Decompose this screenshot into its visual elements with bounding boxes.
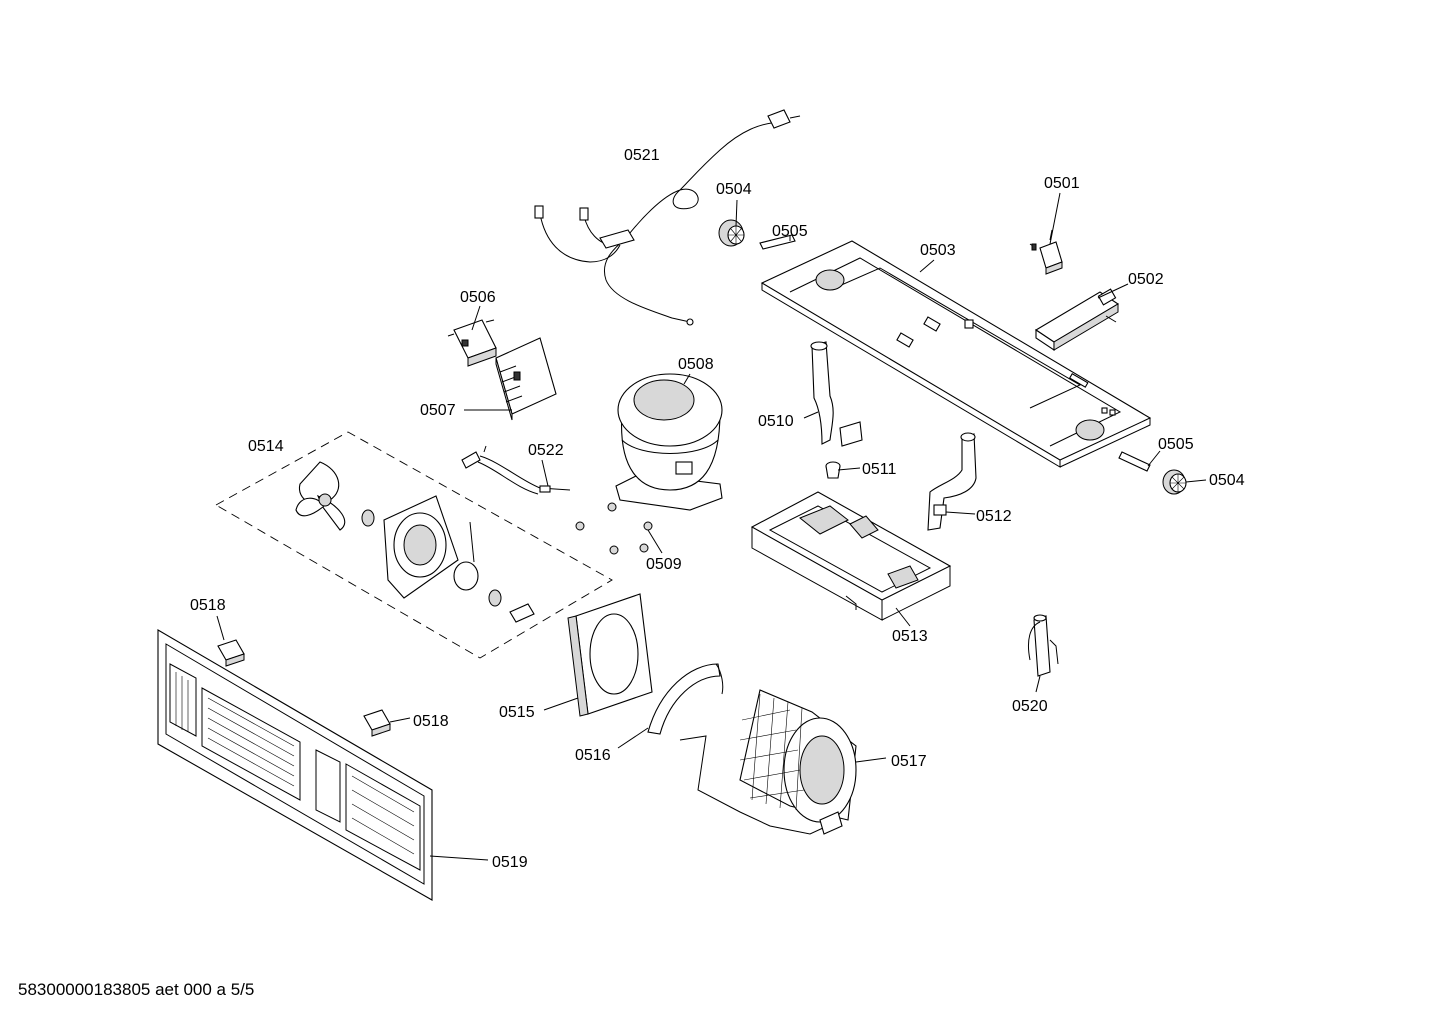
label-0506: 0506 [460, 289, 496, 306]
label-0518-top: 0518 [190, 597, 226, 614]
label-0512: 0512 [976, 508, 1012, 525]
label-0503: 0503 [920, 242, 956, 259]
label-0521: 0521 [624, 147, 660, 164]
drain-pipe-part-0512[interactable] [927, 432, 977, 531]
label-0513: 0513 [892, 628, 928, 645]
wheel-part-0504-right[interactable] [1162, 469, 1187, 495]
wheel-part-0504-top[interactable] [718, 219, 745, 247]
label-0520: 0520 [1012, 698, 1048, 715]
label-0514: 0514 [248, 438, 284, 455]
electronics-box-part[interactable] [495, 337, 557, 421]
label-0504-top: 0504 [716, 181, 752, 198]
nuts-part[interactable] [575, 502, 653, 555]
label-0507: 0507 [420, 402, 456, 419]
label-0502: 0502 [1128, 271, 1164, 288]
clip-part-0518-top[interactable] [217, 639, 245, 667]
rear-panel-part[interactable] [157, 629, 433, 901]
label-0511: 0511 [862, 461, 897, 478]
label-0518-mid: 0518 [413, 713, 449, 730]
callout-labels: 0521 0504 0505 0503 0501 0502 0506 0508 … [190, 147, 1245, 871]
bracket-part[interactable] [647, 663, 724, 735]
base-rail-part[interactable] [760, 240, 1152, 468]
axle-part-0505-right[interactable] [1118, 451, 1151, 472]
label-0516: 0516 [575, 747, 611, 764]
label-0508: 0508 [678, 356, 714, 373]
label-0515: 0515 [499, 704, 535, 721]
valve-part[interactable] [825, 461, 841, 479]
label-0505-right: 0505 [1158, 436, 1194, 453]
condenser-coil-part[interactable] [679, 689, 857, 835]
label-0505-top: 0505 [772, 223, 808, 240]
thermostat-part[interactable] [1029, 229, 1063, 275]
label-0519: 0519 [492, 854, 528, 871]
power-cable-part[interactable] [534, 109, 801, 326]
label-0510: 0510 [758, 413, 794, 430]
sensor-wire-part[interactable] [461, 445, 571, 495]
leader-lines [216, 192, 1207, 861]
label-0522: 0522 [528, 442, 564, 459]
relay-part[interactable] [447, 319, 497, 367]
label-0501: 0501 [1044, 175, 1080, 192]
label-0517: 0517 [891, 753, 927, 770]
fan-shroud-part[interactable] [567, 593, 653, 717]
fan-assembly-part[interactable] [215, 431, 613, 659]
sensor-housing-part[interactable] [1034, 288, 1120, 352]
axle-part-0505-top[interactable] [759, 234, 796, 250]
label-0504-right: 0504 [1209, 472, 1245, 489]
document-footer-code: 58300000183805 aet 000 a 5/5 [18, 980, 255, 999]
label-0509: 0509 [646, 556, 682, 573]
drain-pipe-part-0510[interactable] [810, 341, 863, 447]
compressor-part[interactable] [615, 373, 723, 511]
clip-part-0518-mid[interactable] [363, 709, 391, 737]
filter-drier-part[interactable] [1027, 614, 1059, 677]
drip-tray-part[interactable] [750, 491, 952, 621]
